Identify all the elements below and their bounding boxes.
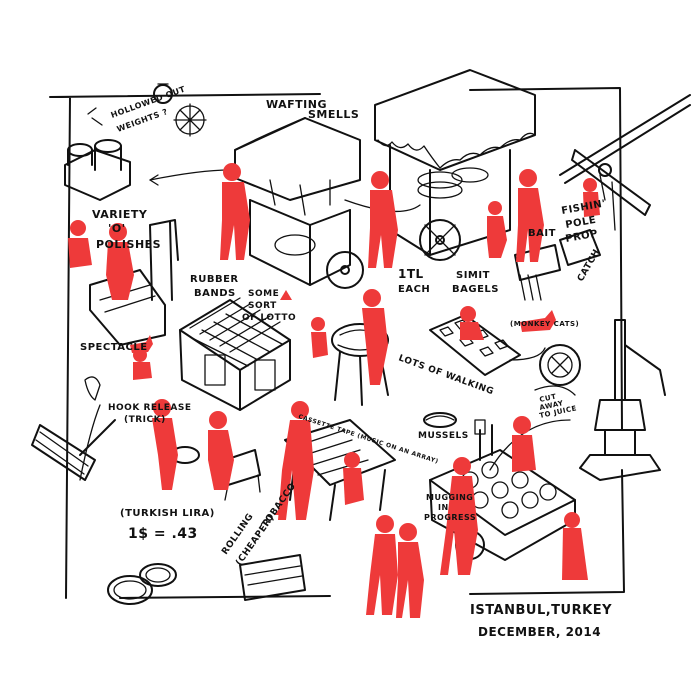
label-turkish-lira: (TURKISH LIRA) <box>120 508 215 519</box>
red-figure <box>460 306 484 340</box>
label-date: DECEMBER, 2014 <box>478 625 601 639</box>
mussel-icon <box>423 412 457 428</box>
cat-icon <box>520 310 556 332</box>
coins-icon <box>107 563 177 605</box>
red-figure <box>362 289 388 385</box>
label-variety-3: POLISHES <box>96 238 161 251</box>
red-figure <box>208 411 234 490</box>
red-figures <box>68 163 600 618</box>
label-lots-of-walking: LOTS OF WALKING <box>397 353 495 397</box>
red-figure <box>440 457 478 575</box>
red-figure <box>152 399 178 490</box>
label-hook-2: (TRICK) <box>124 415 166 425</box>
label-location: ISTANBUL,TURKEY <box>470 603 612 618</box>
label-mussels: MUSSELS <box>418 431 469 441</box>
label-variety-2: 'O' <box>108 222 126 235</box>
label-each: EACH <box>398 284 430 295</box>
red-figure <box>396 523 424 618</box>
red-figure <box>68 220 92 268</box>
label-simit-1: SIMIT <box>456 270 490 281</box>
label-monkey-cats: (MONKEY CATS) <box>510 320 579 328</box>
label-simit-2: BAGELS <box>452 284 499 295</box>
red-figure <box>562 512 588 580</box>
red-figure <box>516 169 544 262</box>
label-fishing-2: POLE <box>565 215 597 231</box>
label-bait: BAIT <box>528 228 556 239</box>
label-catch: CATCH <box>576 248 602 284</box>
frame <box>49 87 625 599</box>
label-spectacle: SPECTACLE <box>80 342 148 353</box>
label-fishing-3: PROP <box>565 228 599 245</box>
label-lotto-3: OF LOTTO <box>242 313 296 323</box>
red-figure <box>106 223 134 300</box>
juicer-icon <box>539 319 666 481</box>
label-mugging-3: PROGRESS <box>424 513 476 522</box>
red-figure <box>343 452 364 505</box>
label-hook-1: HOOK RELEASE <box>108 403 192 413</box>
red-figure <box>366 515 398 615</box>
red-figure <box>583 178 600 217</box>
red-figure <box>278 401 314 520</box>
cat-icon <box>130 335 153 353</box>
label-rubber-2: BANDS <box>194 288 236 299</box>
tobacco-paper-icon <box>239 554 306 601</box>
red-figure <box>368 171 398 268</box>
fruit-cart-icon <box>429 419 576 561</box>
label-smells: SMELLS <box>308 108 359 121</box>
shoe-shine-icon <box>89 219 179 346</box>
weights-icon <box>64 83 207 201</box>
broom-icon <box>31 376 116 481</box>
label-exchange: 1$ = .43 <box>128 526 198 542</box>
label-lotto-1: SOME <box>248 289 279 299</box>
red-accent <box>275 507 285 515</box>
label-cut-1: CUT <box>539 393 557 404</box>
lotto-stand-icon <box>179 297 291 411</box>
label-wafting: WAFTING <box>266 98 327 111</box>
cart-icon <box>234 117 364 289</box>
labels: WAFTING SMELLS HOLLOWED OUT WEIGHTS ? VA… <box>80 84 612 639</box>
label-rubber-1: RUBBER <box>190 274 239 285</box>
fishing-rod-icon <box>514 94 691 301</box>
red-figure <box>512 416 536 472</box>
red-figure <box>311 317 328 358</box>
red-accent <box>280 290 292 300</box>
red-figure <box>487 201 507 258</box>
label-lotto-2: SORT <box>248 301 277 311</box>
red-figure <box>220 163 250 260</box>
label-one-tl: 1TL <box>398 267 424 281</box>
label-mugging-1: MUGGING <box>426 493 473 502</box>
label-mugging-2: IN <box>438 503 449 512</box>
simit-cart-icon <box>374 69 536 261</box>
label-variety-1: VARIETY <box>92 208 148 221</box>
